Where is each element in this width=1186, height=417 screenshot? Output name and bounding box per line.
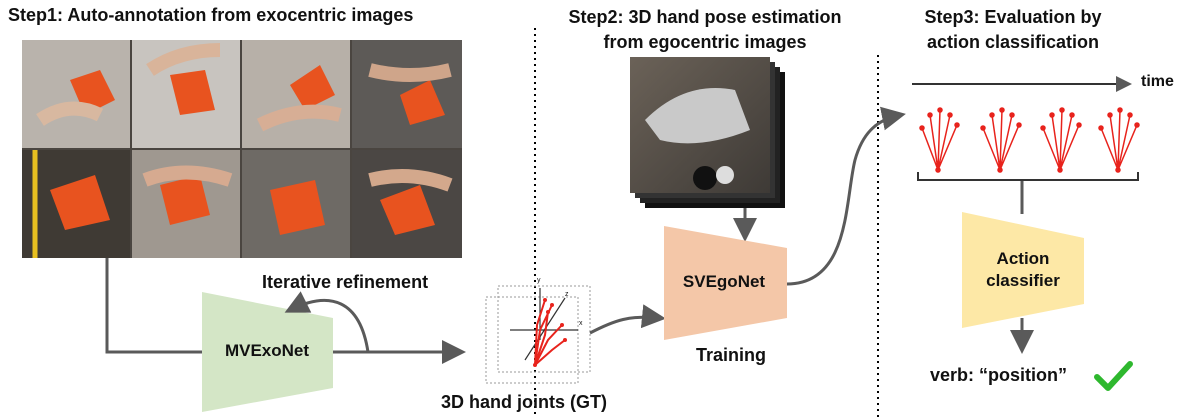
step2-title-line1: Step2: 3D hand pose estimation: [568, 7, 842, 27]
step3-title-line2: action classification: [926, 32, 1100, 52]
hand-joints-3d-plot: [485, 285, 591, 384]
hand-skeleton-sequence: [919, 107, 1140, 173]
step3-title-line1: Step3: Evaluation by: [924, 7, 1102, 27]
sequence-bracket: [917, 172, 1139, 181]
iterative-refinement-label: Iterative refinement: [262, 272, 429, 292]
action-classifier-label: Action classifier: [962, 248, 1084, 292]
exo-image-8: [352, 150, 462, 258]
egocentric-image-stack: [630, 57, 785, 208]
exo-image-3: [242, 40, 350, 148]
exo-image-2: [132, 40, 240, 148]
hand-joints-gt-label: 3D hand joints (GT): [441, 392, 607, 412]
hand-skeleton-4: [1098, 107, 1140, 173]
verb-label: verb: “position”: [930, 365, 1068, 385]
action-classifier-line2: classifier: [986, 271, 1060, 290]
step1-title: Step1: Auto-annotation from exocentric i…: [8, 5, 414, 25]
exocentric-image-grid: [22, 40, 462, 258]
step3-title: Step3: Evaluation by action classificati…: [893, 5, 1133, 55]
check-icon: [1094, 361, 1133, 391]
axis-x-label: x: [579, 320, 583, 327]
action-classifier-block: [962, 212, 1084, 328]
axis-z-label: z: [565, 291, 569, 298]
exo-image-1: [22, 40, 130, 148]
hand-skeleton-2: [980, 107, 1022, 173]
arrow-svegonet-to-step3: [786, 106, 906, 286]
mvexonet-block: [202, 292, 333, 412]
arrow-grid-to-net: [105, 258, 466, 364]
svegonet-block: [664, 226, 787, 340]
refinement-loop-arrow: [284, 291, 370, 353]
hand-skeleton-1: [919, 107, 960, 173]
exo-image-7: [242, 150, 350, 258]
time-label: time: [1141, 73, 1174, 90]
arrow-joints-to-svegonet: [589, 304, 666, 335]
axis-y-label: y: [537, 277, 541, 284]
step2-title: Step2: 3D hand pose estimation from egoc…: [545, 5, 865, 55]
exo-image-6: [132, 150, 240, 258]
exo-image-4: [352, 40, 462, 148]
mvexonet-label: MVExoNet: [224, 341, 310, 360]
svegonet-label: SVEgoNet: [682, 272, 766, 291]
hand-skeleton-3: [1040, 107, 1082, 173]
training-label: Training: [696, 345, 767, 365]
action-classifier-line1: Action: [996, 249, 1050, 268]
exo-image-5: [22, 150, 130, 258]
step2-title-line2: from egocentric images: [603, 32, 807, 52]
